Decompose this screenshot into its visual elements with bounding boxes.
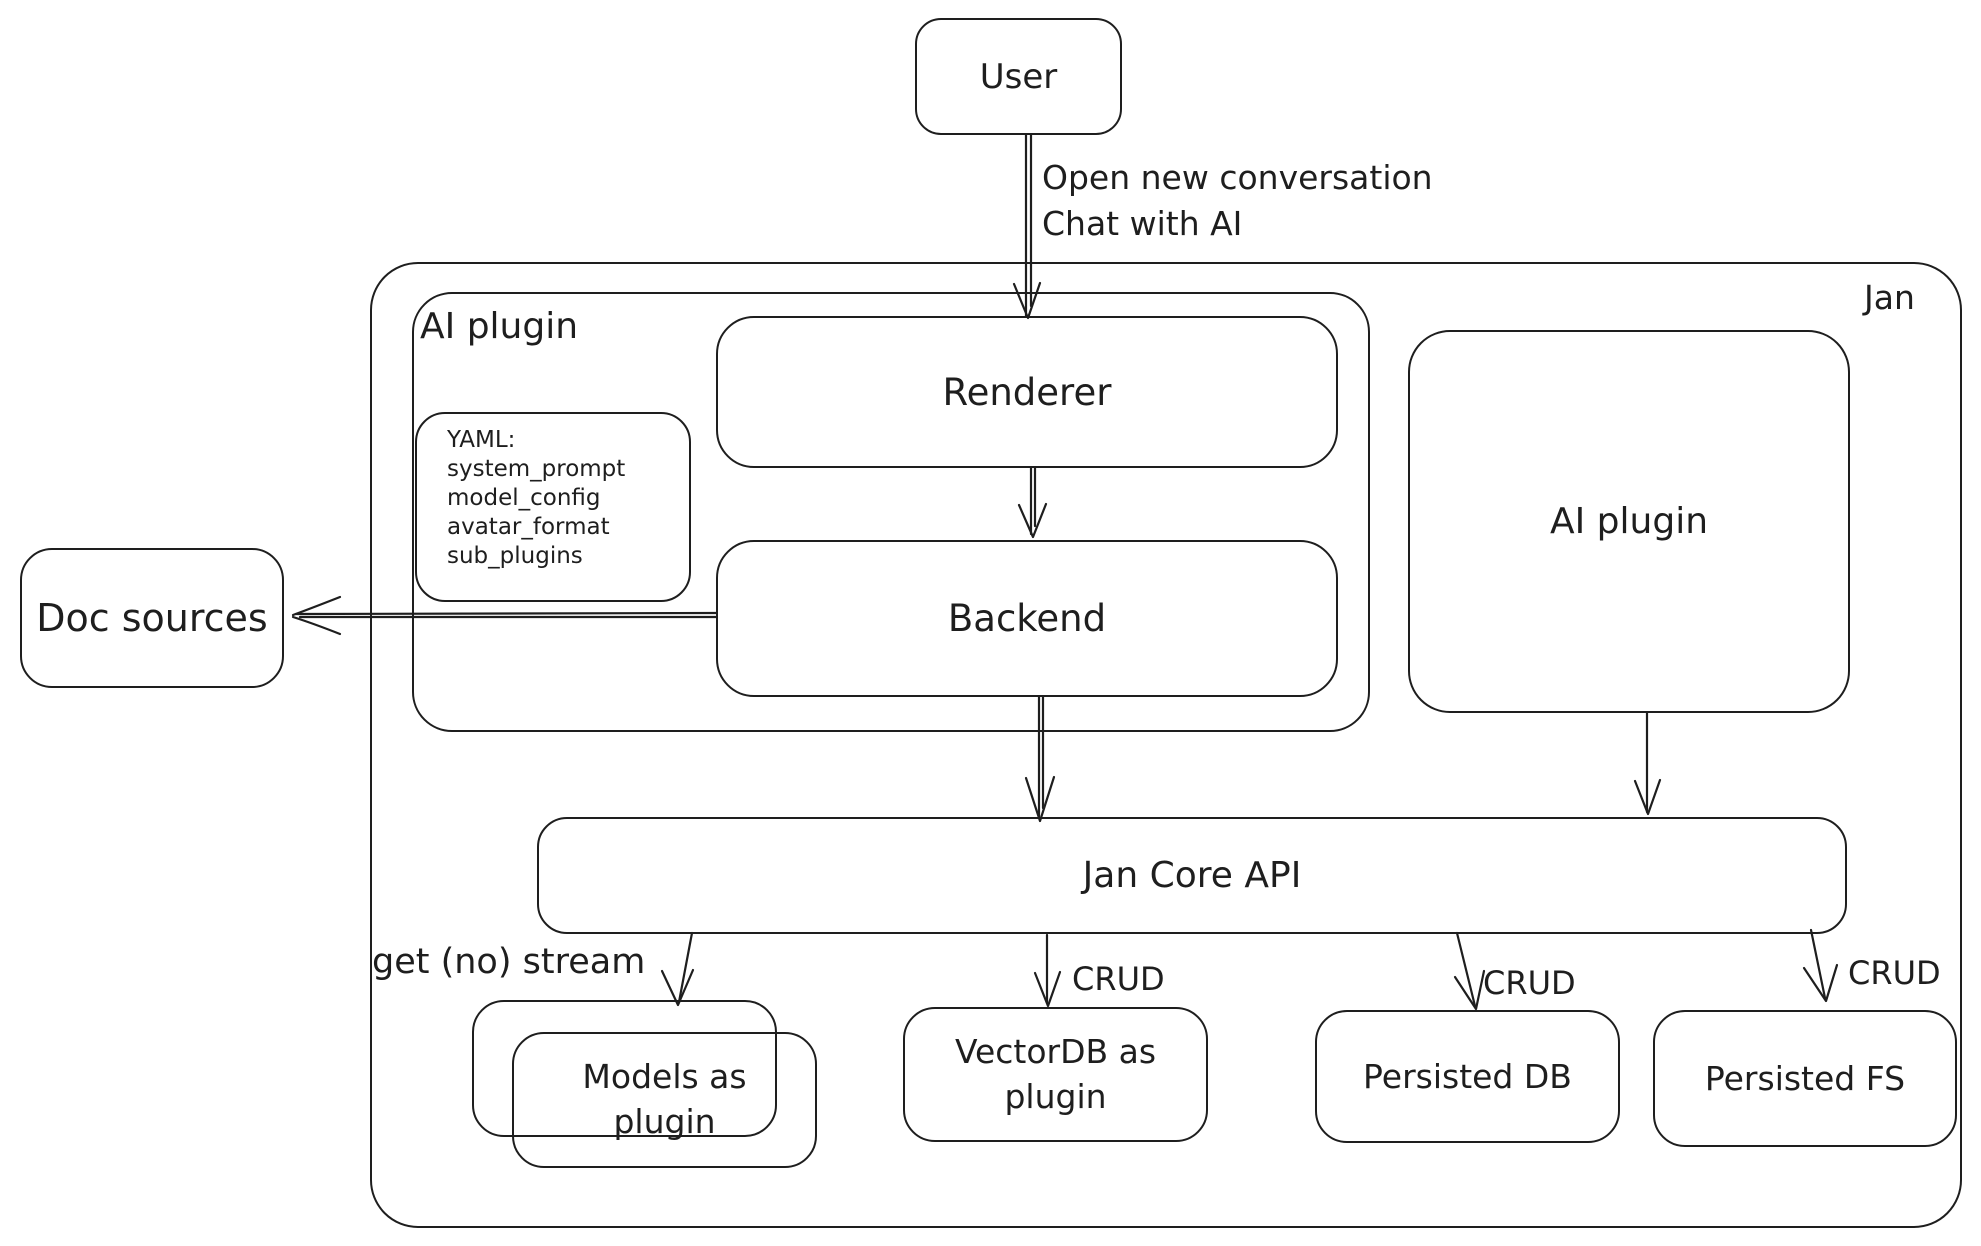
jan-container-label: Jan: [1864, 278, 1915, 317]
edge-label-open-new-conversation: Open new conversation: [1042, 158, 1433, 197]
yaml-note: YAML: system_prompt model_config avatar_…: [415, 412, 691, 602]
doc-sources-node: Doc sources: [20, 548, 284, 688]
jan-core-api-node-label: Jan Core API: [1082, 855, 1302, 896]
renderer-node: Renderer: [716, 316, 1338, 468]
ai-plugin-container-label: AI plugin: [420, 306, 579, 347]
persisted-fs-node: Persisted FS: [1653, 1010, 1957, 1147]
yaml-note-line: YAML:: [447, 427, 516, 453]
doc-sources-node-label: Doc sources: [36, 596, 268, 640]
models-as-plugin-node: Models as plugin: [512, 1032, 817, 1168]
ai-plugin-node-label: AI plugin: [1549, 501, 1709, 542]
jan-container: [370, 262, 1962, 1228]
vectordb-as-plugin-node: VectorDB as plugin: [903, 1007, 1208, 1142]
edge-label-chat-with-ai: Chat with AI: [1042, 204, 1243, 243]
yaml-note-line: model_config: [447, 485, 601, 511]
yaml-note-line: system_prompt: [447, 456, 626, 482]
persisted-db-node: Persisted DB: [1315, 1010, 1620, 1143]
ai-plugin-node: AI plugin: [1408, 330, 1850, 713]
edge-label-crud-vectordb: CRUD: [1072, 960, 1165, 998]
persisted-fs-label: Persisted FS: [1704, 1059, 1906, 1098]
user-node: User: [915, 18, 1122, 135]
models-as-plugin-back-box: [472, 1000, 777, 1137]
ai-plugin-container: [412, 292, 1370, 732]
jan-core-api-node: Jan Core API: [537, 817, 1847, 934]
user-node-label: User: [979, 56, 1058, 97]
edge-label-crud-persisted-fs: CRUD: [1848, 954, 1941, 992]
vectordb-as-plugin-label: VectorDB as plugin: [954, 1031, 1157, 1116]
backend-node: Backend: [716, 540, 1338, 697]
backend-node-label: Backend: [947, 597, 1107, 640]
yaml-note-line: avatar_format: [447, 514, 610, 540]
yaml-note-line: sub_plugins: [447, 543, 583, 569]
renderer-node-label: Renderer: [942, 370, 1112, 414]
edge-label-get-no-stream: get (no) stream: [372, 942, 646, 982]
persisted-db-label: Persisted DB: [1363, 1057, 1572, 1096]
models-as-plugin-label: Models as plugin: [582, 1057, 747, 1141]
edge-label-crud-persisted-db: CRUD: [1483, 964, 1576, 1002]
